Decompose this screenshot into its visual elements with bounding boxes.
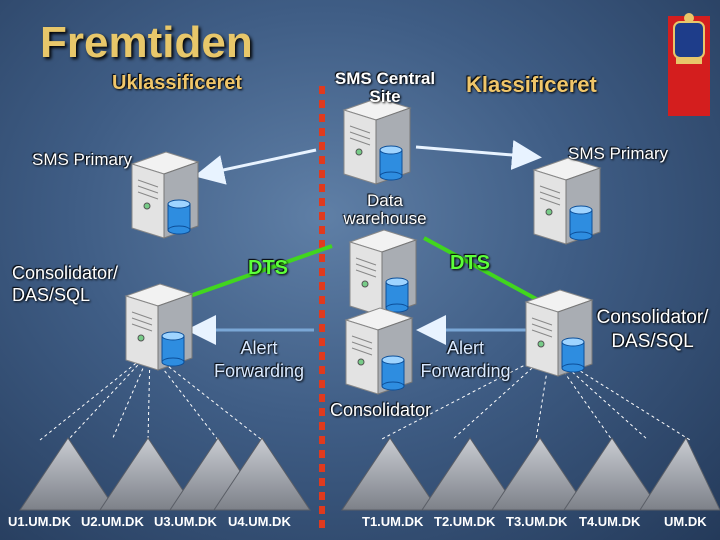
central-site-label: SMS Central Site bbox=[334, 69, 436, 106]
link-central-right bbox=[415, 140, 542, 170]
classified-zone-label: Klassificeret bbox=[466, 72, 597, 97]
database-icon bbox=[561, 337, 585, 373]
database-icon bbox=[385, 277, 409, 313]
sms-primary-left-label: SMS Primary bbox=[32, 150, 133, 169]
domain-label: U1.UM.DK bbox=[8, 514, 71, 529]
domain-triangle bbox=[341, 437, 439, 511]
domain-label: UM.DK bbox=[664, 514, 707, 529]
domain-triangle bbox=[19, 437, 117, 511]
server-consolidator-center bbox=[344, 307, 414, 395]
consolidator-left-label: Consolidator/ DAS/SQL bbox=[12, 263, 119, 305]
domain-triangle bbox=[563, 437, 661, 511]
domain-triangle bbox=[213, 437, 311, 511]
domain-triangle bbox=[639, 436, 720, 511]
domain-label: U2.UM.DK bbox=[81, 514, 144, 529]
data-warehouse-label: Data warehouse bbox=[343, 191, 427, 228]
domain-label: U3.UM.DK bbox=[154, 514, 217, 529]
unclassified-zone-label: Uklassificeret bbox=[112, 72, 243, 94]
database-icon bbox=[167, 199, 191, 235]
domain-label: T3.UM.DK bbox=[506, 514, 568, 529]
database-icon bbox=[381, 355, 405, 391]
alert-forwarding-right-label: Alert Forwarding bbox=[420, 338, 511, 381]
domain-triangle bbox=[421, 437, 519, 511]
server-consolidator-right bbox=[524, 289, 594, 377]
database-icon bbox=[379, 145, 403, 181]
server-sms-primary-left bbox=[130, 151, 200, 239]
consolidator-label: Consolidator bbox=[330, 400, 432, 420]
danish-coat-of-arms-flag-icon bbox=[668, 13, 710, 116]
sms-primary-right-label: SMS Primary bbox=[568, 144, 669, 163]
server-consolidator-left bbox=[124, 283, 194, 371]
right-domain-triangles bbox=[341, 436, 720, 511]
domain-triangle bbox=[99, 437, 197, 511]
domain-triangle bbox=[491, 437, 589, 511]
server-central bbox=[342, 97, 412, 185]
domain-label: U4.UM.DK bbox=[228, 514, 291, 529]
database-icon bbox=[161, 331, 185, 367]
domain-label: T2.UM.DK bbox=[434, 514, 496, 529]
slide-title: Fremtiden bbox=[40, 18, 253, 67]
domain-label: T1.UM.DK bbox=[362, 514, 424, 529]
domain-label: T4.UM.DK bbox=[579, 514, 641, 529]
server-data-warehouse bbox=[348, 229, 418, 317]
left-domain-triangles bbox=[19, 437, 311, 511]
dts-left-label: DTS bbox=[248, 257, 288, 279]
link-central-left bbox=[194, 148, 317, 185]
dts-right-label: DTS bbox=[450, 252, 490, 274]
dts-line-left bbox=[189, 244, 333, 298]
dts-line-right bbox=[423, 236, 539, 302]
alert-forwarding-left-label: Alert Forwarding bbox=[213, 338, 305, 381]
database-icon bbox=[569, 205, 593, 241]
consolidator-right-label: Consolidator/ DAS/SQL bbox=[596, 307, 709, 352]
server-sms-primary-right bbox=[532, 157, 602, 245]
